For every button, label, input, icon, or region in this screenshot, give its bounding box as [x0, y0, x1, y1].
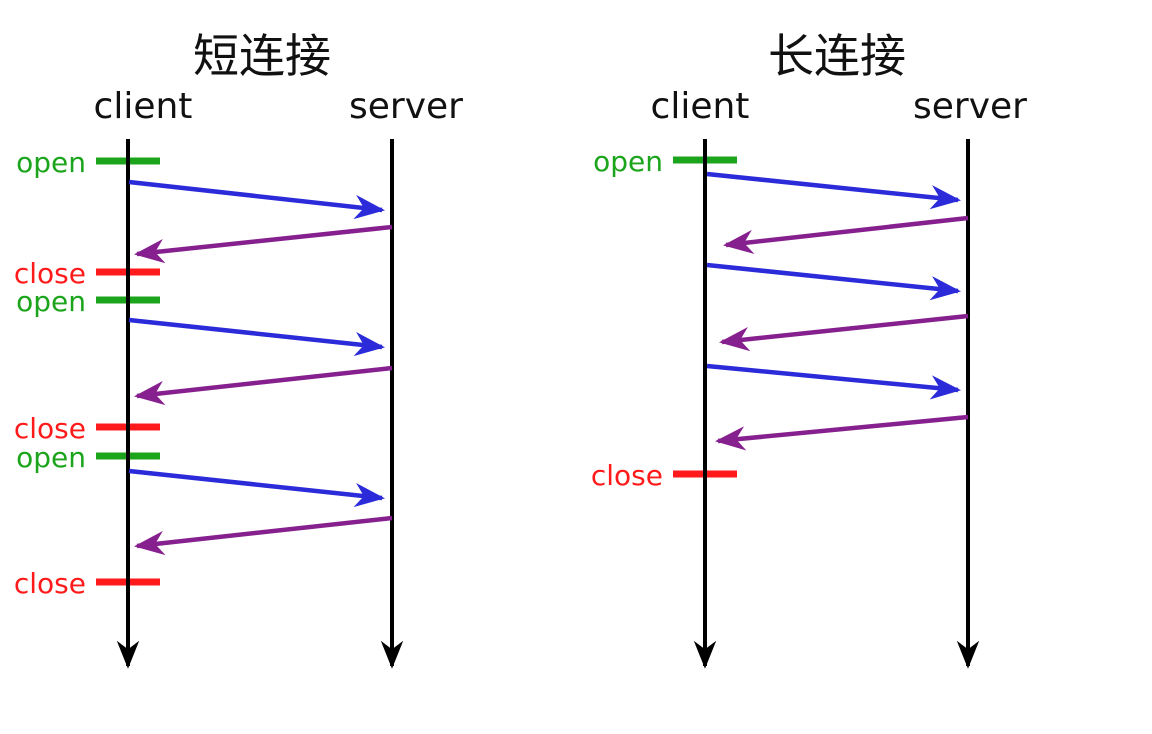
- open-label: open: [593, 145, 663, 178]
- client-label: client: [651, 86, 750, 127]
- request-arrow: [128, 468, 386, 508]
- open-label: open: [16, 285, 86, 318]
- close-label: close: [14, 412, 86, 445]
- open-label: open: [16, 146, 86, 179]
- request-arrow: [128, 179, 386, 220]
- response-arrow: [133, 515, 393, 556]
- server-label: server: [349, 86, 463, 127]
- server-label: server: [913, 86, 1027, 127]
- request-arrow: [706, 363, 962, 400]
- response-arrow: [714, 414, 969, 451]
- request-arrow: [706, 171, 962, 210]
- open-label: open: [16, 441, 86, 474]
- response-arrow: [133, 224, 393, 264]
- close-label: close: [14, 257, 86, 290]
- client-label: client: [94, 86, 193, 127]
- response-arrow: [718, 313, 969, 352]
- request-arrow: [128, 317, 386, 357]
- long-connection-title: 长连接: [768, 29, 906, 83]
- request-arrow: [706, 262, 962, 301]
- close-label: close: [14, 567, 86, 600]
- response-arrow: [722, 215, 969, 255]
- short-connection-title: 短连接: [193, 29, 331, 83]
- response-arrow: [133, 365, 393, 406]
- close-label: close: [591, 459, 663, 492]
- panel-long-connection: 长连接 client server open close: [591, 29, 1027, 669]
